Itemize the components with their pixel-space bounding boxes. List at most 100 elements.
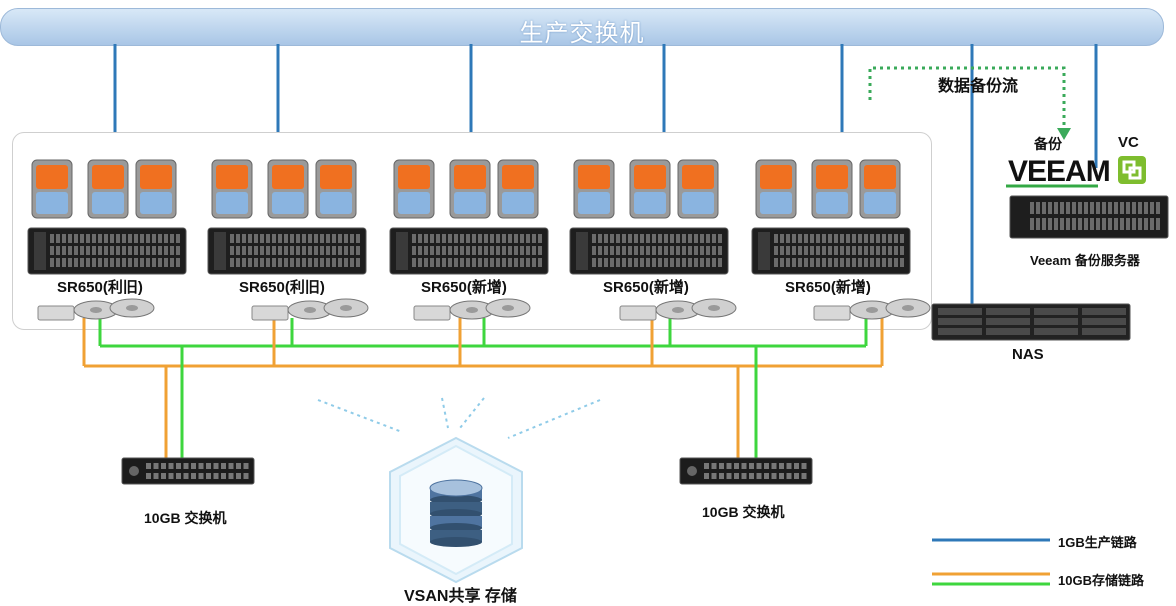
nas-bay [1034,328,1078,335]
drive-bay [92,258,96,267]
drive-bay [278,234,282,243]
nas-bay [1034,318,1078,325]
drive-bay [694,246,698,255]
switch-port [191,463,196,469]
switch-port [213,473,219,479]
drive-bay [1084,218,1088,230]
drive-bay [1042,218,1046,230]
drive-bay [164,234,168,243]
drive-bay [846,258,850,267]
vsan-arrow [441,397,449,429]
drive-bay [116,234,120,243]
drive-bay [1054,202,1058,214]
switch-port [198,463,204,469]
drive-bay [424,234,428,243]
drive-bay [164,246,168,255]
drive-bay [502,258,506,267]
switch-port [704,463,709,469]
drive-bay [774,258,778,267]
legend-label-storage: 10GB存储链路 [1058,573,1144,588]
drive-bay [712,258,716,267]
drive-bay [1114,218,1118,230]
drive-bay [308,246,312,255]
vm-app-block [682,165,714,189]
drive-bay [1150,202,1154,214]
drive-bay [706,234,710,243]
switch-port [771,473,777,479]
switch-port [779,463,784,469]
drive-bay [326,258,330,267]
drive-bay [508,246,512,255]
drive-bay [658,234,662,243]
drive-bay [356,258,360,267]
drive-bay [646,246,650,255]
nas-bay [938,328,982,335]
drive-bay [1156,218,1160,230]
drive-bay [694,234,698,243]
drive-bay [834,246,838,255]
drive-bay [888,258,892,267]
drive-bay [828,246,832,255]
drive-bay [134,258,138,267]
drive-bay [284,234,288,243]
drive-bay [852,258,856,267]
drive-bay [86,258,90,267]
drive-bay [170,246,174,255]
drive-bay [308,258,312,267]
drive-bay [798,234,802,243]
drive-bay [526,246,530,255]
drive-bay [242,258,246,267]
drive-bay [882,246,886,255]
vm-app-block [320,165,352,189]
switch-port [741,473,747,479]
vm-os-block [502,192,534,214]
drive-bay [870,258,874,267]
drive-bay [170,234,174,243]
drive-bay [412,234,416,243]
server-label: SR650(新增) [421,279,507,296]
switch-port [236,473,241,479]
drive-bay [810,234,814,243]
drive-bay [526,258,530,267]
drive-bay [230,258,234,267]
drive-bay [538,246,542,255]
drive-bay [882,258,886,267]
drive-bay [1114,202,1118,214]
drive-bay [538,258,542,267]
drive-bay [700,246,704,255]
drive-bay [496,258,500,267]
drive-bay [296,234,300,243]
production-switch-bar: 生产交换机 [0,8,1164,47]
drive-bay [888,246,892,255]
switch-port [711,463,717,469]
drive-bay [652,246,656,255]
drive-bay [798,246,802,255]
drive-bay [840,234,844,243]
drive-bay [834,258,838,267]
drive-bay [876,258,880,267]
drive-bay [110,258,114,267]
drive-bay [1060,202,1064,214]
drive-bay [436,234,440,243]
drive-bay [1060,218,1064,230]
drive-bay [514,246,518,255]
drive-bay [134,234,138,243]
drive-bay [302,246,306,255]
drive-bay [598,258,602,267]
vm-app-block [216,165,248,189]
drive-bay [858,246,862,255]
servers-layer [27,159,931,321]
drive-bay [658,246,662,255]
drive-bay [320,234,324,243]
ssd-icon [813,305,851,321]
vm-os-block [760,192,792,214]
drive-bay [718,246,722,255]
drive-bay [266,258,270,267]
drive-bay [430,246,434,255]
vm-os-block [320,192,352,214]
drive-bay [146,234,150,243]
drive-bay [876,246,880,255]
drive-bay [284,258,288,267]
switch-port [228,473,234,479]
switch-port [734,473,739,479]
